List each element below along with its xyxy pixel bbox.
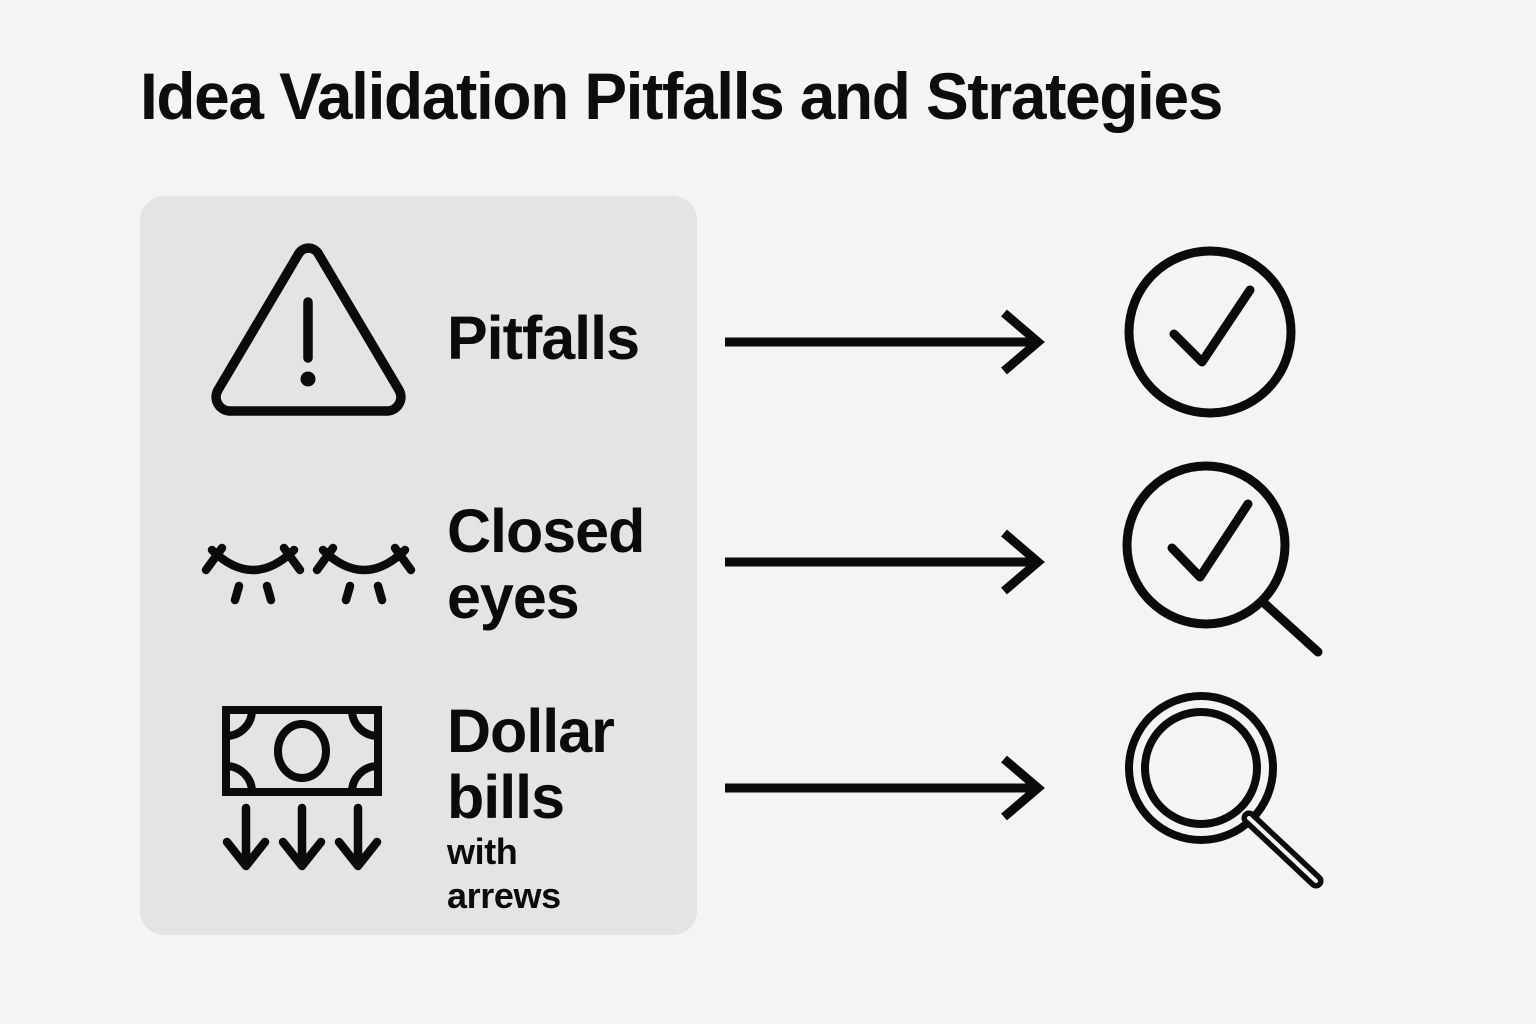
magnifier-icon [1120,690,1345,900]
pitfall-label-line-2: bills [447,763,565,831]
check-circle-icon [1122,244,1312,434]
right-arrow-icon [722,752,1047,824]
right-arrow-icon [722,306,1047,378]
pitfall-label-line-1: Dollar [447,697,615,765]
right-arrow-icon [722,526,1047,598]
pitfall-sublabel-dollar-bills: with arrews [447,831,561,916]
pitfall-label-dollar-bills: Dollar bills with arrews [447,697,615,918]
pitfall-label-line-2: eyes [447,563,580,631]
pitfall-label-pitfalls: Pitfalls [447,304,640,372]
warning-triangle-icon [205,240,410,420]
page-title: Idea Validation Pitfalls and Strategies [140,59,1223,133]
pitfall-label-closed-eyes: Closed eyes [447,497,645,631]
dollar-bill-with-down-arrows-icon [215,700,390,880]
closed-eyes-icon [196,528,421,608]
magnifier-check-icon [1122,460,1332,660]
pitfall-label-line-1: Closed [447,497,645,565]
